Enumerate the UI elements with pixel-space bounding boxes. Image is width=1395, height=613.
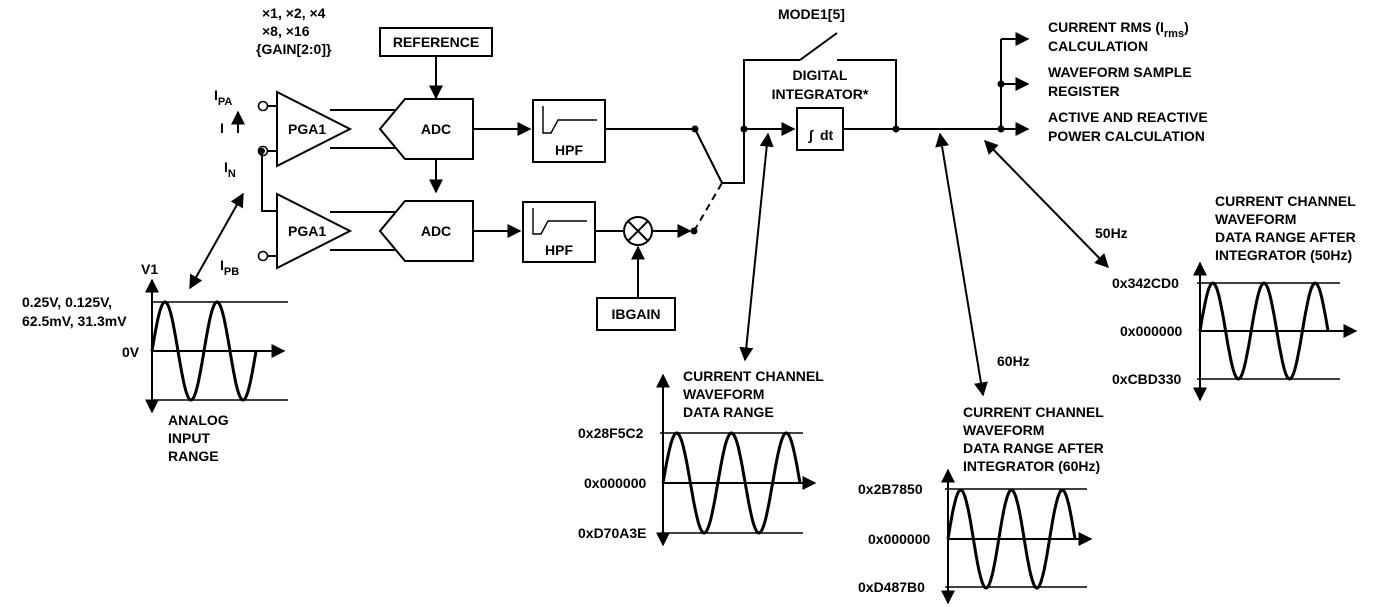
ipa-terminal <box>257 100 269 112</box>
plot50-title-line3: DATA RANGE AFTER <box>1215 229 1356 245</box>
analog-level-line2: 62.5mV, 31.3mV <box>22 313 127 329</box>
gain-register-label: {GAIN[2:0]} <box>256 41 332 57</box>
ipb-terminal <box>257 250 269 262</box>
integrator-symbol: ∫ <box>808 127 814 144</box>
analog-range-leader <box>189 192 244 290</box>
current-channel-sine-wave <box>661 431 802 535</box>
adc-bottom-label: ADC <box>421 223 451 239</box>
plot60-title-line2: WAVEFORM <box>963 422 1044 438</box>
plot60-title-line1: CURRENT CHANNEL <box>963 404 1104 420</box>
analog-input-range-plot: V1 0.25V, 0.125V, 62.5mV, 31.3mV 0V ANAL… <box>22 261 288 464</box>
integrator-50hz-sine-wave <box>1198 281 1330 381</box>
analog-level-line1: 0.25V, 0.125V, <box>22 294 112 310</box>
analog-caption-line2: INPUT <box>168 430 210 446</box>
rms-output-line1: CURRENT RMS (Irms) <box>1048 19 1189 40</box>
current-min-label: 0xD70A3E <box>578 525 647 541</box>
pga1-top-label: PGA1 <box>288 121 326 137</box>
analog-caption-line3: RANGE <box>168 448 219 464</box>
analog-axis-label: V1 <box>141 261 158 277</box>
current-max-label: 0x28F5C2 <box>578 425 644 441</box>
current-channel-range-plot: CURRENT CHANNEL WAVEFORM DATA RANGE 0x28… <box>578 368 824 547</box>
channel-switch-b-dashed[interactable] <box>693 182 723 232</box>
waveform-output-line2: REGISTER <box>1048 83 1120 99</box>
plot50-max-label: 0x342CD0 <box>1112 275 1179 291</box>
hpf-bottom-label: HPF <box>545 242 573 258</box>
current-label: I <box>220 120 224 136</box>
pga1-top-amplifier: PGA1 <box>276 90 353 168</box>
ibgain-block: IBGAIN <box>596 297 676 331</box>
ibgain-label: IBGAIN <box>612 306 661 322</box>
ipb-label: IPB <box>220 257 239 278</box>
adc-top-label: ADC <box>421 121 451 137</box>
freq-60hz-label: 60Hz <box>997 353 1030 369</box>
mode-switch-contact[interactable] <box>799 32 838 61</box>
ipa-label: IPA <box>214 87 232 108</box>
plot50-title-line1: CURRENT CHANNEL <box>1215 193 1356 209</box>
hpf-bottom-block: HPF <box>522 201 596 263</box>
digital-integrator-line2: INTEGRATOR* <box>772 86 869 102</box>
power-output-line2: POWER CALCULATION <box>1048 128 1205 144</box>
multiplier-symbol <box>623 216 653 246</box>
plot50-zero-label: 0x000000 <box>1120 323 1183 339</box>
integrator-50hz-range-plot: CURRENT CHANNEL WAVEFORM DATA RANGE AFTE… <box>1112 193 1358 402</box>
plot60-title-line4: INTEGRATOR (60Hz) <box>963 458 1100 474</box>
plot60-title-line3: DATA RANGE AFTER <box>963 440 1104 456</box>
rms-output-line2: CALCULATION <box>1048 38 1148 54</box>
integrator-60hz-range-plot: CURRENT CHANNEL WAVEFORM DATA RANGE AFTE… <box>858 404 1104 605</box>
pga1-bottom-label: PGA1 <box>288 223 326 239</box>
analog-sine-wave <box>150 300 258 402</box>
power-output-line1: ACTIVE AND REACTIVE <box>1048 109 1208 125</box>
current-plot-title-line1: CURRENT CHANNEL <box>683 368 824 384</box>
range-50hz-leader <box>984 139 1109 269</box>
current-plot-title-line2: WAVEFORM <box>683 386 764 402</box>
range-60hz-leader <box>935 132 988 397</box>
gain-options-line1: ×1, ×2, ×4 <box>262 5 326 21</box>
current-range-leader <box>739 132 774 362</box>
reference-block: REFERENCE <box>379 27 493 57</box>
analog-caption-line1: ANALOG <box>168 412 229 428</box>
hpf-top-block: HPF <box>532 99 606 163</box>
plot60-min-label: 0xD487B0 <box>858 579 925 595</box>
integrator-subscript: dt <box>820 127 834 143</box>
plot60-max-label: 0x2B7850 <box>858 481 923 497</box>
channel-switch-a[interactable] <box>694 128 723 184</box>
freq-50hz-label: 50Hz <box>1095 225 1128 241</box>
current-plot-title-line3: DATA RANGE <box>683 404 774 420</box>
plot50-min-label: 0xCBD330 <box>1112 371 1181 387</box>
adc-top-block: ADC <box>378 98 474 160</box>
gain-options-line2: ×8, ×16 <box>262 23 310 39</box>
plot60-zero-label: 0x000000 <box>868 531 931 547</box>
hpf-top-label: HPF <box>555 142 583 158</box>
plot50-title-line2: WAVEFORM <box>1215 211 1296 227</box>
analog-zero-label: 0V <box>122 344 140 360</box>
waveform-output-line1: WAVEFORM SAMPLE <box>1048 64 1192 80</box>
integrator-block: ∫ dt <box>796 107 844 151</box>
pga1-bottom-amplifier: PGA1 <box>276 192 353 270</box>
current-zero-label: 0x000000 <box>584 475 647 491</box>
integrator-60hz-sine-wave <box>946 488 1077 590</box>
in-label: IN <box>224 159 236 180</box>
adc-bottom-block: ADC <box>378 200 474 262</box>
plot50-title-line4: INTEGRATOR (50Hz) <box>1215 247 1352 263</box>
mode-switch-label: MODE1[5] <box>778 6 845 22</box>
reference-label: REFERENCE <box>393 34 479 50</box>
digital-integrator-line1: DIGITAL <box>793 67 848 83</box>
